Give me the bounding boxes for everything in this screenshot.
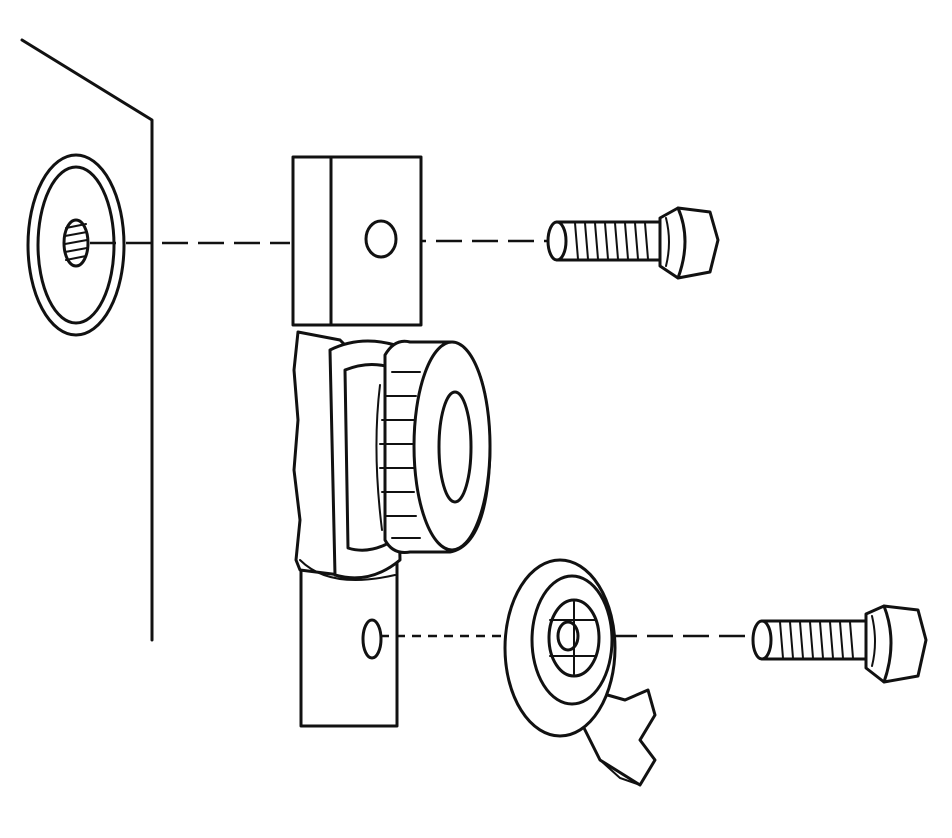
lower-bolt-icon — [751, 604, 928, 684]
assembly-line-upper — [90, 239, 548, 245]
mounting-bracket — [291, 155, 423, 728]
knob-clamp-icon — [292, 330, 492, 581]
upper-bolt-icon — [546, 206, 720, 280]
mounting-panel — [20, 38, 154, 642]
terminal-ring-icon — [503, 558, 657, 787]
threaded-insert-icon — [26, 153, 126, 337]
